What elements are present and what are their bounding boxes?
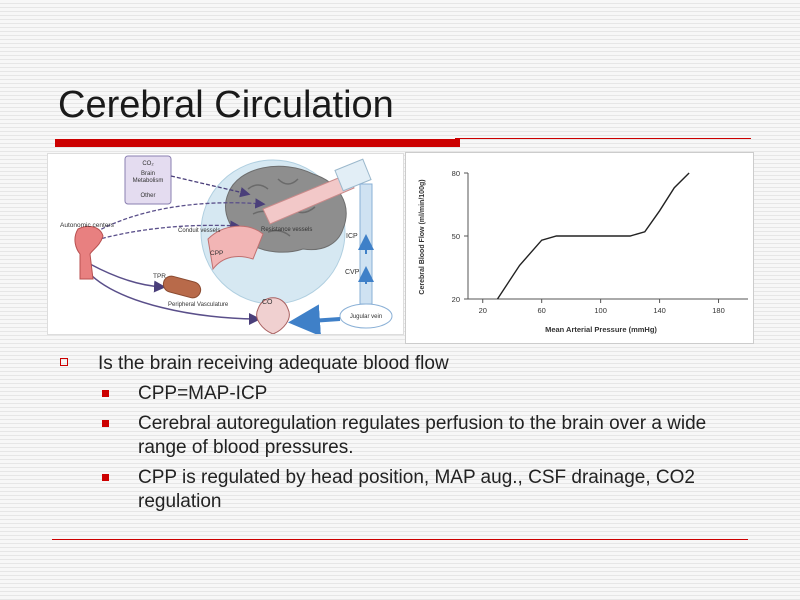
y-tick-label: 80 (452, 169, 460, 178)
square-bullet-icon (60, 358, 68, 366)
jugular-to-heart-arrow (288, 304, 341, 337)
label-conduit-vessels: Conduit vessels (178, 228, 220, 234)
title-underline (55, 139, 460, 147)
label-co2: CO₂ (142, 161, 154, 167)
bullet-sub-2-text: Cerebral autoregulation regulates perfus… (138, 413, 707, 458)
chart-svg: Mean Arterial Pressure (mmHg) Cerebral B… (419, 169, 748, 334)
peripheral-vessel (162, 275, 202, 299)
bullet-list: Is the brain receiving adequate blood fl… (60, 352, 750, 520)
brain-metabolism-box (124, 155, 172, 205)
autonomic-arrow-2 (95, 220, 241, 241)
cerebral-circulation-diagram: CO₂ Brain Metabolism Other Autonomic cen… (47, 153, 404, 337)
jugular-vein-node (339, 303, 393, 329)
cbf-autoregulation-chart: Mean Arterial Pressure (mmHg) Cerebral B… (405, 152, 754, 344)
bullet-sub-3-text: CPP is regulated by head position, MAP a… (138, 467, 695, 512)
bullet-sub-1-text: CPP=MAP-ICP (138, 383, 268, 404)
label-autonomic-centers: Autonomic centers (60, 222, 115, 229)
label-jugular-vein: Jugular vein (350, 314, 382, 320)
square-bullet-filled-icon (102, 390, 109, 397)
bullet-sub-1: CPP=MAP-ICP (60, 382, 750, 406)
x-tick-label: 100 (594, 306, 607, 315)
cpp-node (207, 225, 264, 271)
resistance-vessel-tube (262, 173, 355, 225)
x-tick-label: 180 (712, 306, 725, 315)
y-axis-title: Cerebral Blood Flow (ml/min/100g) (419, 179, 426, 294)
y-tick-label: 50 (452, 232, 460, 241)
label-metabolism: Metabolism (133, 178, 164, 184)
label-icp: ICP (346, 233, 358, 240)
label-cpp: CPP (210, 250, 223, 257)
autonomic-arrow-1 (95, 198, 266, 233)
square-bullet-filled-icon (102, 420, 109, 427)
x-tick-label: 60 (538, 306, 546, 315)
bullet-main-text: Is the brain receiving adequate blood fl… (98, 353, 449, 374)
x-tick-label: 20 (479, 306, 487, 315)
x-tick-label: 140 (653, 306, 666, 315)
bullet-sub-3: CPP is regulated by head position, MAP a… (60, 466, 750, 514)
label-peripheral-vasculature: Peripheral Vasculature (168, 302, 229, 308)
autonomic-centers-shape (74, 225, 104, 280)
cbf-curve (496, 172, 690, 300)
label-tpr: TPR (153, 273, 166, 280)
x-axis-title: Mean Arterial Pressure (mmHg) (545, 325, 657, 334)
square-bullet-filled-icon (102, 474, 109, 481)
autonomic-arrow-4 (87, 271, 261, 325)
y-tick-label: 20 (452, 295, 460, 304)
footer-rule (52, 539, 748, 540)
bullet-sub-2: Cerebral autoregulation regulates perfus… (60, 412, 750, 460)
label-resistance-vessels: Resistance vessels (261, 227, 312, 233)
label-brain: Brain (141, 171, 155, 177)
diagram-svg: CO₂ Brain Metabolism Other Autonomic cen… (60, 155, 393, 337)
label-other: Other (140, 193, 155, 199)
vessel-cap (334, 158, 372, 192)
label-cvp: CVP (345, 269, 360, 276)
slide-title: Cerebral Circulation (58, 84, 394, 126)
title-rule-thin (455, 138, 751, 139)
bullet-main: Is the brain receiving adequate blood fl… (60, 352, 750, 376)
label-co: CO (262, 299, 273, 306)
autonomic-arrow-3 (89, 263, 166, 293)
metabolism-arrow (170, 175, 251, 198)
heart-shape (256, 297, 290, 335)
